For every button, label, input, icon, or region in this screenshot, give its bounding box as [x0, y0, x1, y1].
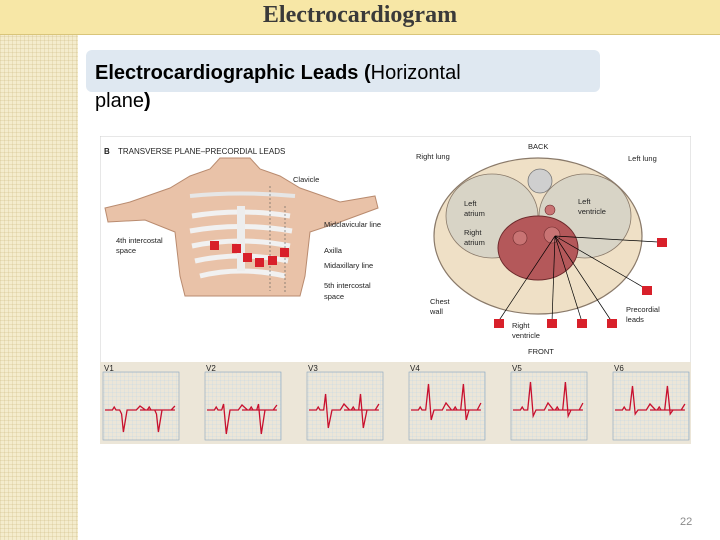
label-right-ventricle-2: ventricle [512, 331, 540, 340]
label-precordial-2: leads [626, 315, 644, 324]
subtitle-paren-open: ( [358, 62, 371, 84]
label-right-ventricle-1: Right [512, 321, 530, 330]
ecg-trace-v4 [411, 383, 482, 421]
ecg-label-v1: V1 [104, 364, 114, 373]
subtitle-paren-close: ) [143, 90, 151, 112]
section-lead-v4-marker [607, 319, 617, 328]
page-number: 22 [680, 516, 693, 528]
label-5th-intercostal-space: space [324, 292, 344, 301]
label-left-ventricle-2: ventricle [578, 207, 606, 216]
section-lead-v5-marker [642, 286, 652, 295]
ecg-strip-v6: V6 [612, 364, 690, 441]
label-4th-intercostal: 4th intercostal [116, 236, 163, 245]
clavicle-bone [189, 191, 296, 198]
decorative-side-strip [0, 0, 78, 540]
section-lead-v2-marker [547, 319, 557, 328]
torso-lead-v5-marker [268, 256, 277, 265]
vector-v4 [554, 235, 613, 323]
subtitle-bold: Electrocardiographic Leads [95, 62, 359, 84]
ecg-strip-v2: V2 [204, 364, 282, 441]
label-4th-intercostal-space: space [116, 246, 136, 255]
label-chest-wall-2: wall [429, 307, 443, 316]
label-right-lung: Right lung [416, 152, 450, 161]
torso-lead-v2-marker [232, 244, 241, 253]
ecg-strip-v5: V5 [510, 364, 588, 441]
ecg-trace-v1 [105, 405, 176, 433]
ecg-strip-v3: V3 [306, 364, 384, 441]
ecg-trace-v5 [513, 381, 584, 419]
torso-lead-v6-marker [280, 248, 289, 257]
ecg-trace-v6 [615, 385, 686, 416]
ecg-strip-band [100, 362, 691, 444]
label-back: BACK [528, 142, 548, 151]
label-right-atrium-2: atrium [464, 238, 485, 247]
section-lead-v6-marker [657, 238, 667, 247]
label-precordial-1: Precordial [626, 305, 660, 314]
torso-illustration [104, 157, 379, 297]
panel-title: TRANSVERSE PLANE–PRECORDIAL LEADS [118, 147, 285, 156]
sternum [237, 206, 245, 271]
vertebra [527, 168, 553, 194]
ecg-label-v6: V6 [614, 364, 624, 373]
label-clavicle: Clavicle [293, 175, 319, 184]
vector-v3 [554, 235, 583, 323]
label-left-atrium-1: Left [464, 199, 477, 208]
torso-lead-v4-marker [255, 258, 264, 267]
right-atrium-chamber [512, 230, 528, 246]
ecg-label-v3: V3 [308, 364, 318, 373]
ecg-label-v4: V4 [410, 364, 420, 373]
label-left-atrium-2: atrium [464, 209, 485, 218]
ecg-grid-v5 [510, 371, 588, 441]
label-midclavicular-line: Midclavicular line [324, 220, 381, 229]
precordial-leads-figure: B TRANSVERSE PLANE–PRECORDIAL LEADS Clav… [99, 135, 692, 445]
left-atrium-chamber [544, 204, 556, 216]
title-bar [0, 0, 720, 35]
section-lead-v1-marker [494, 319, 504, 328]
ecg-grid-v4 [408, 371, 486, 441]
panel-label: B [104, 147, 110, 156]
vector-v6 [554, 235, 659, 243]
ecg-strips: V1 V2 V3 V4 V5 V6 [102, 364, 690, 441]
ecg-label-v5: V5 [512, 364, 522, 373]
label-midaxillary-line: Midaxillary line [324, 261, 373, 270]
vector-v5 [554, 235, 649, 291]
section-lead-v3-marker [577, 319, 587, 328]
vector-v2 [551, 235, 556, 323]
subtitle-line2: plane [95, 90, 144, 112]
slide-title: Electrocardiogram [262, 2, 458, 28]
ecg-label-v2: V2 [206, 364, 216, 373]
label-left-lung: Left lung [628, 154, 657, 163]
ecg-trace-v3 [309, 393, 380, 429]
slide-subtitle: Electrocardiographic Leads (Horizontal pl… [95, 59, 565, 115]
chest-cross-section [433, 157, 667, 328]
subtitle-rest: Horizontal [370, 62, 461, 84]
ecg-trace-v2 [207, 403, 278, 435]
torso-lead-v3-marker [243, 253, 252, 262]
label-front: FRONT [528, 347, 554, 356]
label-axilla: Axilla [324, 246, 343, 255]
torso-lead-v1-marker [210, 241, 219, 250]
ecg-strip-v1: V1 [102, 364, 180, 441]
label-left-ventricle-1: Left [578, 197, 591, 206]
vector-v1 [497, 235, 556, 323]
ecg-strip-v4: V4 [408, 364, 486, 441]
figure-svg: B TRANSVERSE PLANE–PRECORDIAL LEADS Clav… [99, 135, 692, 445]
label-5th-intercostal: 5th intercostal [324, 281, 371, 290]
label-chest-wall-1: Chest [430, 297, 451, 306]
subtitle-background [86, 50, 600, 92]
label-right-atrium-1: Right [464, 228, 482, 237]
